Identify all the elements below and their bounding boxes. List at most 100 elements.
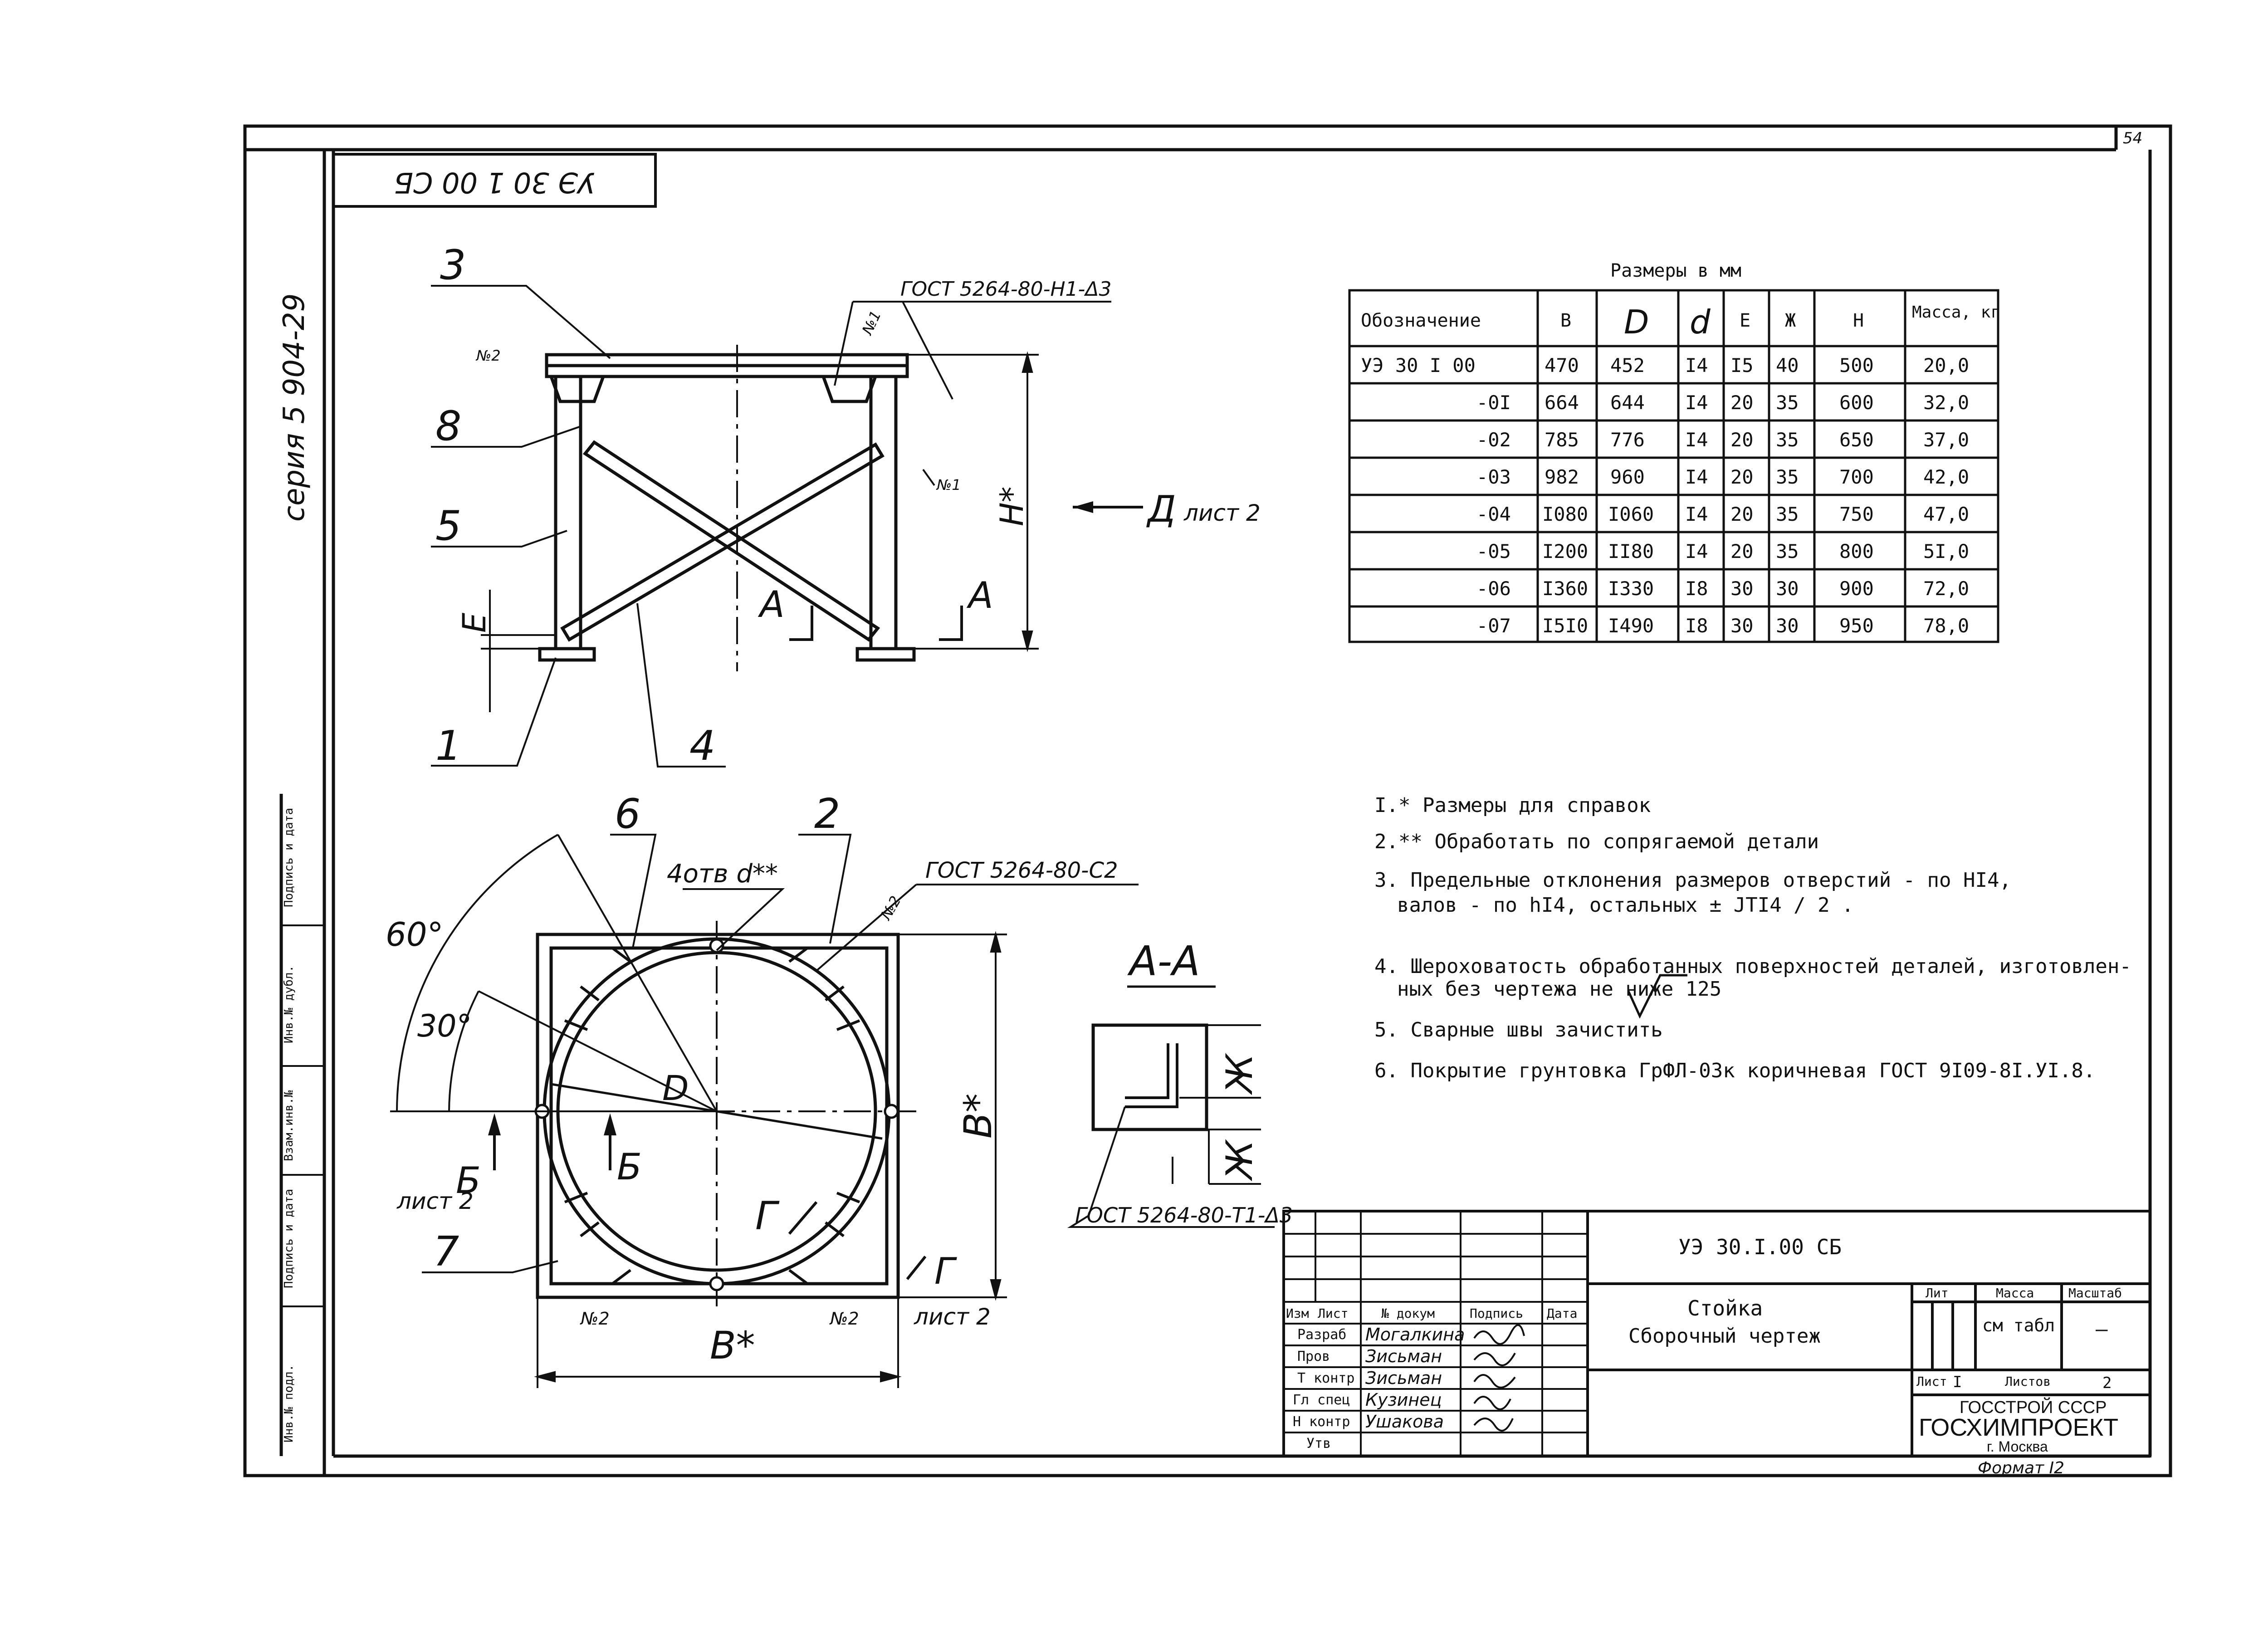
weld-no2-left: №2 <box>475 347 501 364</box>
margin-label-1: Подпись и дата <box>282 808 296 907</box>
dim-b-right-label: В* <box>956 1093 1000 1139</box>
angle-arcs <box>390 834 718 1112</box>
table-cell: 750 <box>1839 503 1874 525</box>
section-g-sheet: лист 2 <box>914 1304 991 1330</box>
table-cell: 35 <box>1776 466 1799 488</box>
table-cell: 30 <box>1730 577 1754 600</box>
plan-holes <box>534 938 899 1291</box>
view-d-label: Д <box>1146 488 1176 530</box>
section-aa-title: А-А <box>1127 938 1200 985</box>
table-cell: I4 <box>1685 354 1708 376</box>
tb-role-5: Н контр <box>1293 1414 1350 1430</box>
note-4b: ных без чертежа не ниже 125 <box>1397 978 1721 1001</box>
holes-label: 4отв d** <box>667 859 778 889</box>
dims-table-caption: Размеры в мм <box>1610 260 1741 281</box>
table-cell: 20 <box>1730 466 1754 488</box>
table-cell: 40 <box>1776 354 1799 376</box>
section-a-left: А <box>758 583 785 626</box>
section-aa-dims <box>1172 1024 1261 1185</box>
tb-lit: Лит <box>1926 1286 1949 1300</box>
section-a-right: А <box>966 574 993 616</box>
table-cell: 35 <box>1776 391 1799 414</box>
front-view: H* E А А Д лист 2 <box>431 241 1261 770</box>
callout-1: 1 <box>435 722 461 770</box>
rotated-stamp-code: УЭ 30 1 00 СБ <box>394 166 595 199</box>
table-cell: I360 <box>1542 577 1588 600</box>
tb-mass-label: Масса <box>1996 1286 2034 1300</box>
table-cell: 30 <box>1776 615 1799 637</box>
callout-8: 8 <box>435 402 461 450</box>
callout-3: 3 <box>440 241 466 289</box>
plan-stiffeners <box>564 947 860 1285</box>
th-zh: Ж <box>1785 310 1796 331</box>
table-cell: 35 <box>1776 540 1799 562</box>
th-mass: Масса, кг <box>1912 303 2000 322</box>
table-cell: I4 <box>1685 429 1708 451</box>
margin-label-3: Взам.инв.№ <box>282 1090 296 1161</box>
table-cell: II80 <box>1608 540 1654 562</box>
callout-4: 4 <box>689 722 715 770</box>
callout-2: 2 <box>814 790 840 838</box>
section-g-right: Г <box>934 1250 957 1292</box>
tb-name-line1: Стойка <box>1687 1296 1763 1320</box>
table-cell: -07 <box>1476 615 1511 637</box>
tb-scale-label: Масштаб <box>2068 1286 2122 1300</box>
note-5: 5. Сварные швы зачистить <box>1374 1018 1663 1041</box>
table-cell: -02 <box>1476 429 1511 451</box>
tb-sheet-value: I <box>1953 1373 1962 1391</box>
table-cell: 960 <box>1610 466 1645 488</box>
dim-zh-lower: Ж <box>1218 1139 1261 1182</box>
dim-e <box>481 590 556 712</box>
table-cell: 900 <box>1839 577 1874 600</box>
table-cell: 47,0 <box>1923 503 1969 525</box>
gost-t1-label: ГОСТ 5264-80-Т1-Δ3 <box>1075 1203 1293 1227</box>
section-g-markers <box>788 1201 927 1280</box>
table-cell: I200 <box>1542 540 1588 562</box>
tb-col-doc: № докум <box>1381 1306 1435 1321</box>
th-dd: D <box>1624 303 1649 341</box>
section-a-markers <box>789 606 963 641</box>
plan-view: D В* В* 60° 30° <box>386 790 1139 1388</box>
tb-org-3: г. Москва <box>1987 1438 2048 1455</box>
table-cell: -05 <box>1476 540 1511 562</box>
table-cell: 78,0 <box>1923 615 1969 637</box>
th-b: В <box>1560 310 1571 331</box>
table-cell: 42,0 <box>1923 466 1969 488</box>
gost-top-label: ГОСТ 5264-80-Н1-Δ3 <box>900 278 1112 301</box>
tb-name-line2: Сборочный чертеж <box>1628 1325 1821 1348</box>
tb-mass-value: см табл <box>1982 1315 2055 1335</box>
tb-org-2: ГОСХИМПРОЕКТ <box>1919 1414 2118 1441</box>
table-cell: 650 <box>1839 429 1874 451</box>
roughness-symbol <box>1627 974 1687 1019</box>
section-b-right: Б <box>617 1146 642 1188</box>
tb-name-2: Зисьман <box>1365 1346 1442 1366</box>
weld-no1-top: №1 <box>858 308 885 338</box>
table-cell: I060 <box>1608 503 1654 525</box>
plan-axes <box>390 921 916 1306</box>
table-cell: I080 <box>1542 503 1588 525</box>
title-block: Изм Лист № докум Подпись Дата Разраб Про… <box>1282 1210 2151 1477</box>
dim-b-right <box>898 931 1007 1301</box>
table-cell: 35 <box>1776 503 1799 525</box>
dim-b-bottom-label: В* <box>710 1323 755 1368</box>
table-cell: УЭ 30 I 00 <box>1361 354 1476 376</box>
table-cell: I330 <box>1608 577 1654 600</box>
dim-h-label: H* <box>993 486 1031 526</box>
table-cell: 644 <box>1610 391 1645 414</box>
tb-col-date: Дата <box>1547 1306 1577 1321</box>
section-g-center: Г <box>755 1193 780 1239</box>
tb-role-2: Пров <box>1297 1349 1330 1364</box>
margin-label-2: Инв.№ дубл. <box>282 965 296 1043</box>
table-cell: 950 <box>1839 615 1874 637</box>
table-cell: 776 <box>1610 429 1645 451</box>
tb-role-6: Утв <box>1306 1436 1331 1452</box>
note-1: I.* Размеры для справок <box>1374 794 1651 817</box>
tb-col-izm: Изм <box>1286 1306 1309 1321</box>
notes: I.* Размеры для справок 2.** Обработать … <box>1374 794 2131 1082</box>
table-cell: 37,0 <box>1923 429 1969 451</box>
table-cell: I4 <box>1685 503 1708 525</box>
section-b-markers <box>488 1113 616 1170</box>
tb-name-1: Могалкина <box>1365 1325 1465 1344</box>
table-cell: 32,0 <box>1923 391 1969 414</box>
rotated-stamp: УЭ 30 1 00 СБ <box>333 153 657 208</box>
